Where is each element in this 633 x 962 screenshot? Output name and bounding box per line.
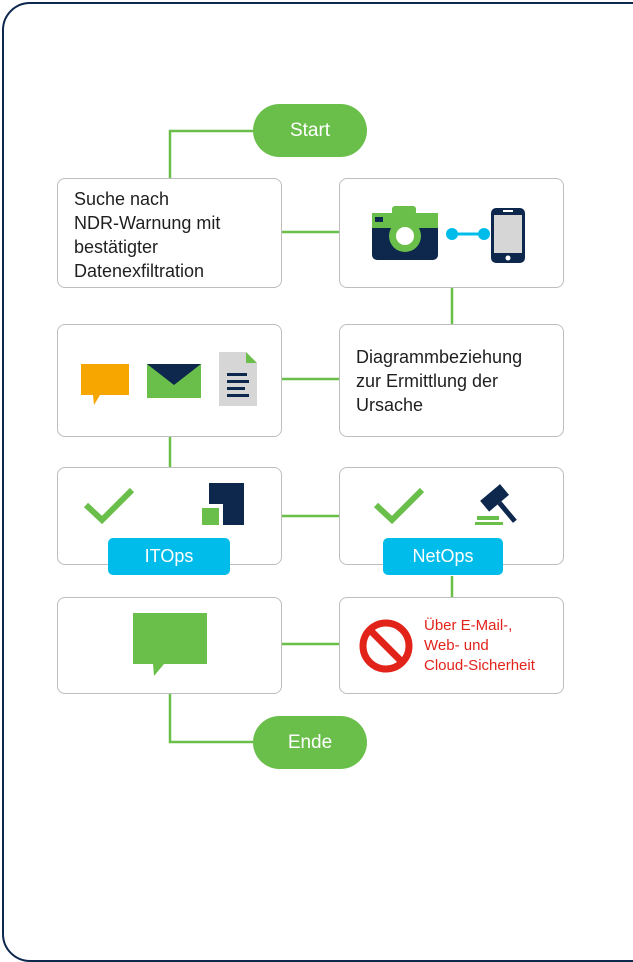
prohibited-icon	[359, 619, 413, 673]
start-pill: Start	[253, 104, 367, 157]
document-icon	[219, 352, 257, 406]
end-pill: Ende	[253, 716, 367, 769]
mail-icon	[147, 364, 201, 398]
search-alert-box: Suche nach NDR-Warnung mit bestätigter D…	[57, 178, 282, 288]
camera-icon	[372, 206, 438, 260]
netops-tag: NetOps	[383, 538, 503, 575]
graph-relation-text: Diagrammbeziehung zur Ermittlung der Urs…	[356, 347, 523, 415]
message-icon	[133, 613, 207, 676]
app-icon	[202, 483, 244, 525]
connector-start	[168, 129, 253, 178]
chat-icon	[81, 364, 129, 405]
link-icon	[446, 228, 490, 240]
phone-icon	[491, 208, 525, 263]
checkmark-icon	[83, 487, 135, 525]
checkmark-icon	[373, 487, 425, 525]
gavel-icon	[475, 484, 517, 525]
connector-end	[168, 694, 253, 744]
graph-relation-box: Diagrammbeziehung zur Ermittlung der Urs…	[339, 324, 564, 437]
connector-lines	[168, 129, 454, 744]
message-box	[57, 597, 282, 694]
device-link-box	[339, 178, 564, 288]
itops-tag: ITOps	[108, 538, 230, 575]
evidence-icons-box	[57, 324, 282, 437]
search-alert-text: Suche nach NDR-Warnung mit bestätigter D…	[74, 189, 221, 281]
block-box: Über E-Mail-, Web- und Cloud-Sicherheit	[339, 597, 564, 694]
block-text: Über E-Mail-, Web- und Cloud-Sicherheit	[424, 617, 535, 674]
